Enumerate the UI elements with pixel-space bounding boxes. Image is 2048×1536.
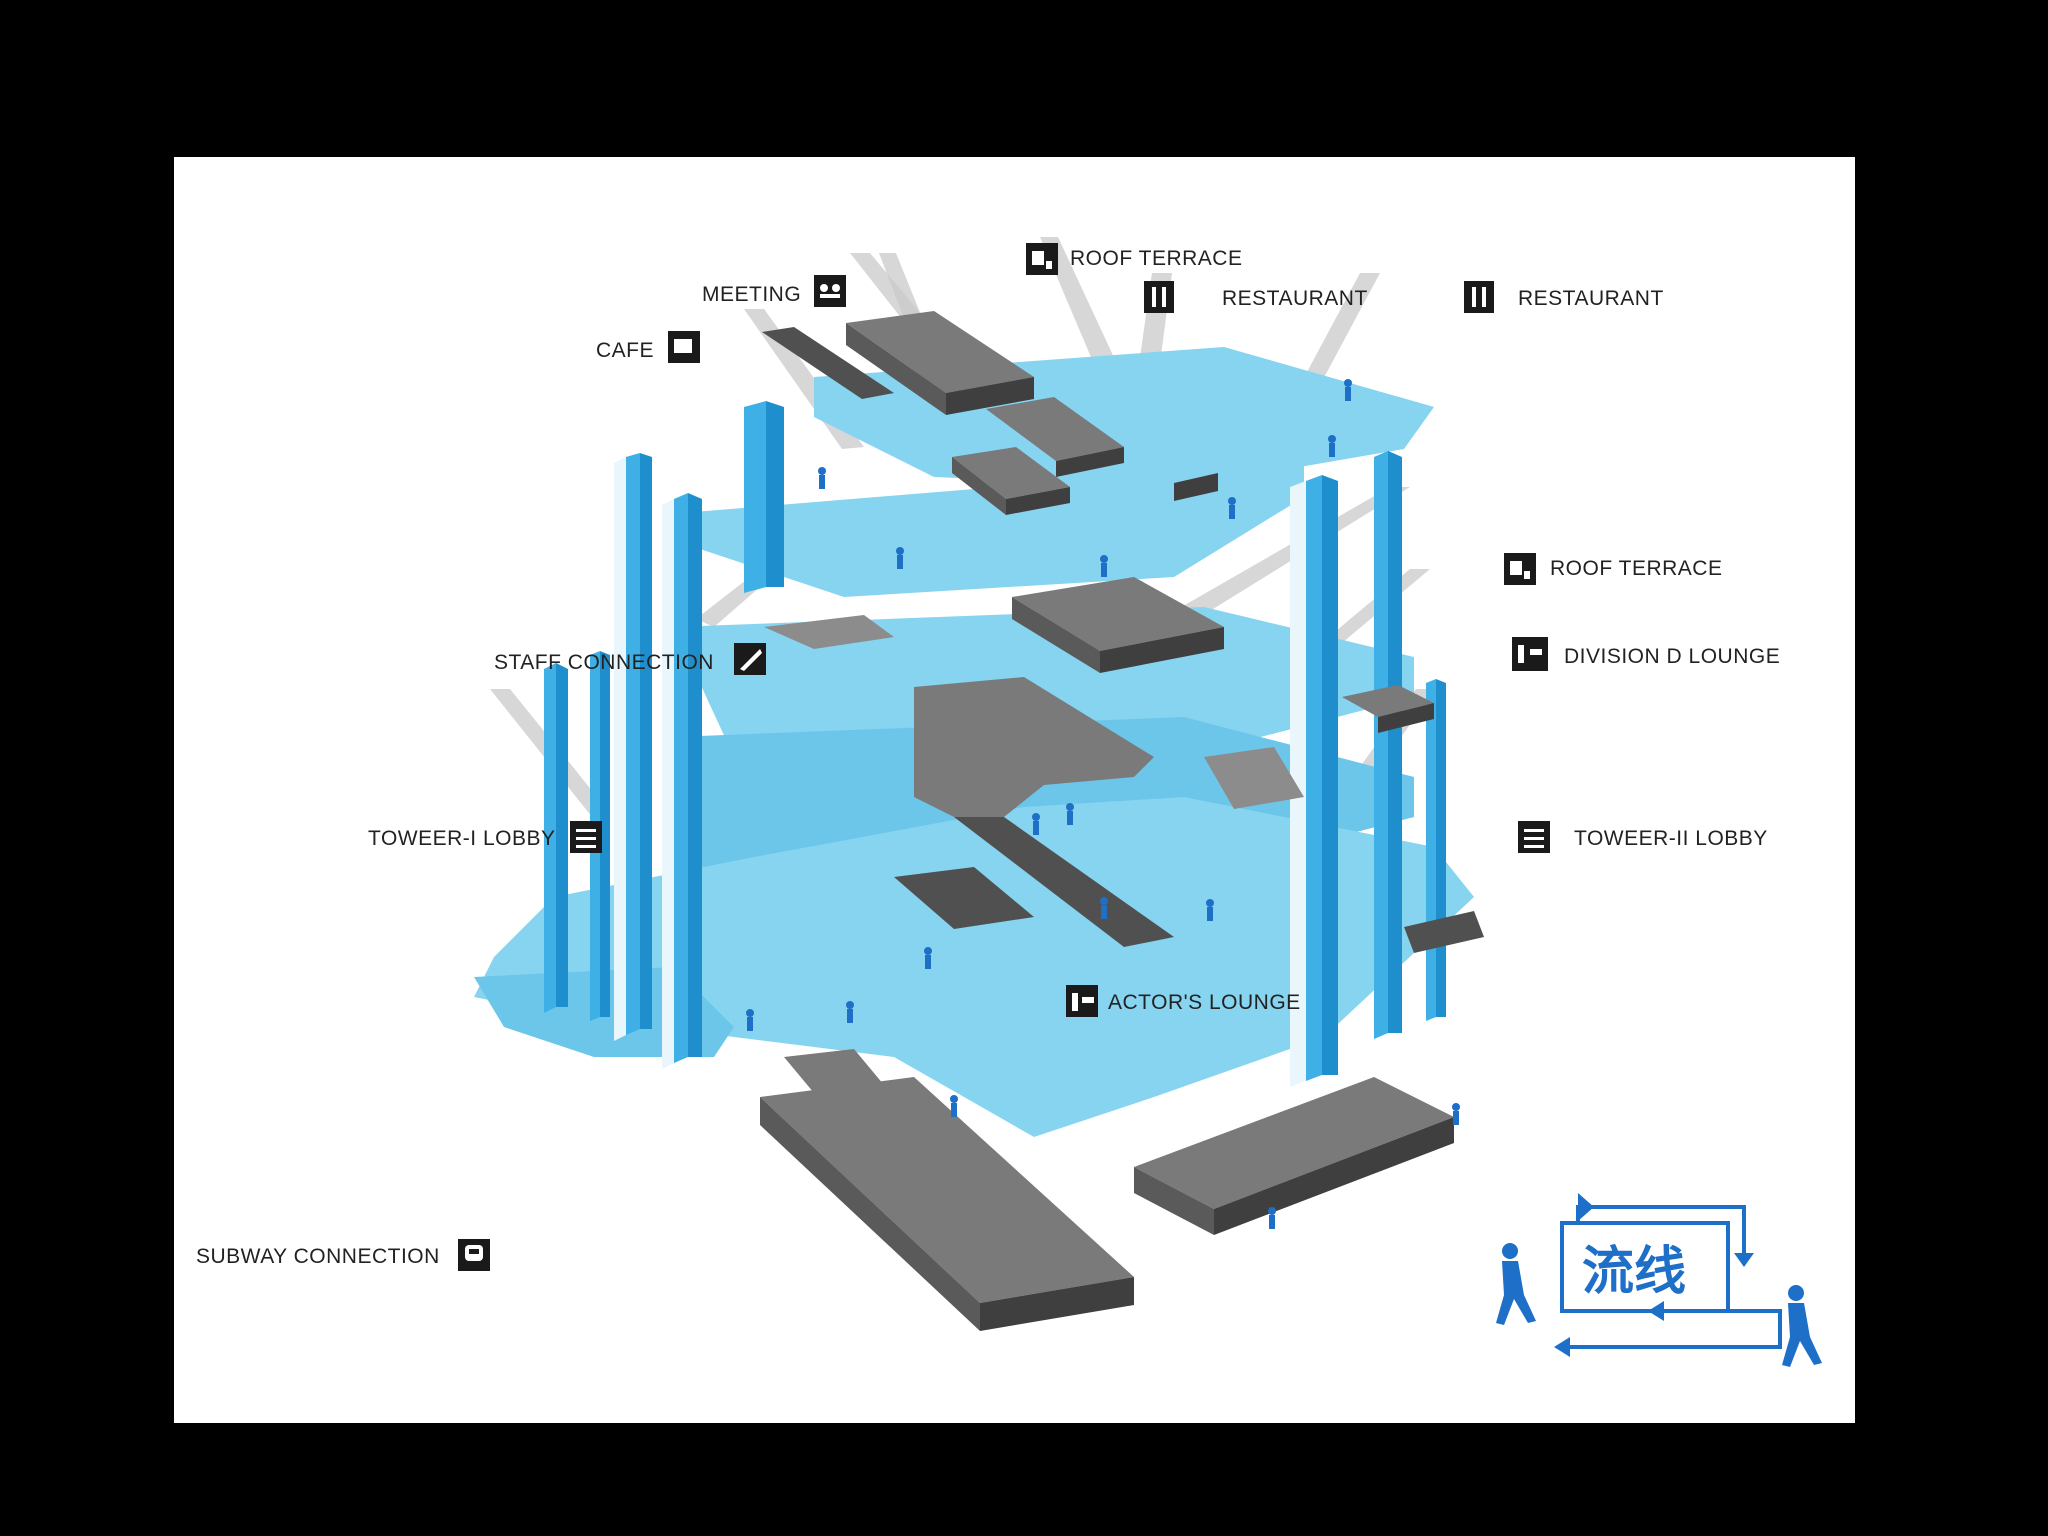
isometric-circulation-diagram: MEETING ROOF TERRACE RESTAURANT RESTAURA… (196, 237, 1822, 1367)
walking-person-icon (1206, 899, 1214, 921)
label-meeting-text: MEETING (702, 283, 801, 306)
label-cafe-text: CAFE (596, 339, 654, 362)
cafe-icon (668, 331, 700, 363)
walking-person-icon (1032, 813, 1040, 835)
walking-person-icon (1100, 555, 1108, 577)
label-staff-connection-text: STAFF CONNECTION (494, 651, 714, 674)
label-cafe: CAFE (596, 331, 700, 363)
label-restaurant-2-text: RESTAURANT (1518, 287, 1664, 310)
walking-person-icon (950, 1095, 958, 1117)
program-blocks (760, 311, 1484, 1331)
label-restaurant-1-text: RESTAURANT (1222, 287, 1368, 310)
walking-person-icon (1100, 897, 1108, 919)
legend-title: 流线 (1582, 1242, 1686, 1302)
label-meeting: MEETING (702, 275, 846, 307)
walking-person-icon (896, 547, 904, 569)
walking-person-icon (1228, 497, 1236, 519)
label-tower-1-lobby-text: TOWEER-I LOBBY (368, 827, 555, 850)
label-staff-connection: STAFF CONNECTION (494, 643, 766, 675)
walking-person-icon (1268, 1207, 1276, 1229)
restaurant-icon (1144, 281, 1174, 313)
restaurant-icon (1464, 281, 1494, 313)
walking-person-icon (1496, 1243, 1536, 1325)
walking-person-icon (846, 1001, 854, 1023)
label-division-d-lounge-text: DIVISION D LOUNGE (1564, 645, 1780, 668)
walking-person-icon (818, 467, 826, 489)
walking-person-icon (924, 947, 932, 969)
walking-person-icon (1452, 1103, 1460, 1125)
circulation-legend: 流线 (1496, 1193, 1822, 1367)
lobby-icon (570, 821, 602, 853)
label-subway-connection: SUBWAY CONNECTION (196, 1239, 490, 1271)
label-roof-terrace-top-text: ROOF TERRACE (1070, 247, 1242, 270)
label-tower-2-lobby-text: TOWEER-II LOBBY (1574, 827, 1768, 850)
label-tower-2-lobby: TOWEER-II LOBBY (1518, 821, 1768, 853)
subway-icon (458, 1239, 490, 1271)
walking-person-icon (1344, 379, 1352, 401)
vertical-cores (544, 401, 1446, 1087)
label-actors-lounge-text: ACTOR'S LOUNGE (1108, 991, 1301, 1014)
lounge-icon (1066, 985, 1098, 1017)
label-roof-terrace-right-text: ROOF TERRACE (1550, 557, 1722, 580)
walking-person-icon (1782, 1285, 1822, 1367)
walking-person-icon (1328, 435, 1336, 457)
label-actors-lounge: ACTOR'S LOUNGE (1066, 985, 1301, 1017)
walking-person-icon (746, 1009, 754, 1031)
lounge-icon (1512, 637, 1548, 671)
meeting-icon (814, 275, 846, 307)
label-division-d-lounge: DIVISION D LOUNGE (1512, 637, 1780, 671)
label-restaurant-2: RESTAURANT (1464, 281, 1664, 313)
people (746, 379, 1460, 1229)
label-subway-connection-text: SUBWAY CONNECTION (196, 1245, 440, 1268)
roof-terrace-icon (1026, 243, 1058, 275)
label-restaurant-1: RESTAURANT (1144, 281, 1368, 313)
diagram-canvas: MEETING ROOF TERRACE RESTAURANT RESTAURA… (174, 157, 1855, 1423)
label-tower-1-lobby: TOWEER-I LOBBY (368, 821, 602, 853)
walking-person-icon (1066, 803, 1074, 825)
label-roof-terrace-top: ROOF TERRACE (1026, 243, 1242, 275)
label-roof-terrace-right: ROOF TERRACE (1504, 553, 1722, 585)
staff-connection-icon (734, 643, 766, 675)
lobby-icon (1518, 821, 1550, 853)
roof-terrace-icon (1504, 553, 1536, 585)
